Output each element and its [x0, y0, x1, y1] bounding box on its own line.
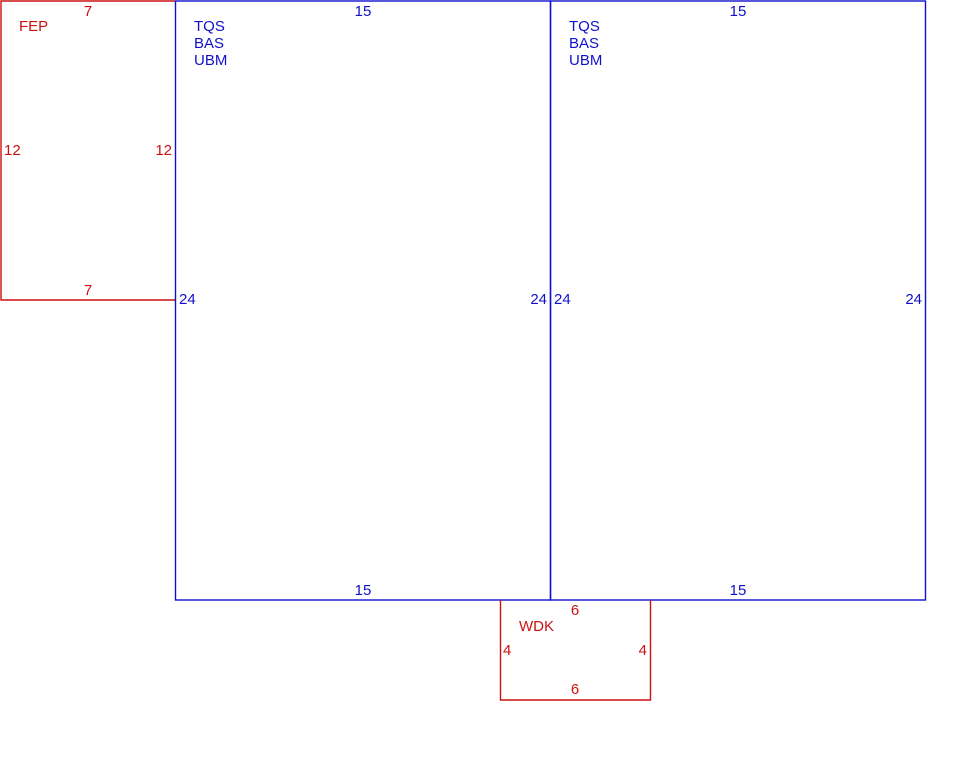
area-wdk-code: WDK [519, 618, 554, 635]
area-wdk-dim-left: 4 [503, 642, 511, 659]
area-main-right-code-1: TQS [569, 18, 600, 35]
area-fep-dim-bottom: 7 [84, 282, 92, 299]
area-main-left-dim-right: 24 [530, 291, 547, 308]
area-main-left-dim-left: 24 [179, 291, 196, 308]
area-fep-code: FEP [19, 18, 48, 35]
area-main-right-dim-top: 15 [730, 3, 747, 20]
area-main-right-code-3: UBM [569, 52, 602, 69]
area-main-right-outline [549, 0, 927, 601]
area-main-right-dim-left: 24 [554, 291, 571, 308]
area-fep-dim-left: 12 [4, 142, 21, 159]
area-main-left-dim-bottom: 15 [355, 582, 372, 599]
area-main-right-code-2: BAS [569, 35, 599, 52]
area-wdk-outline [499, 600, 652, 701]
area-wdk-dim-bottom: 6 [571, 681, 579, 698]
area-main-left-code-1: TQS [194, 18, 225, 35]
area-main-right-dim-right: 24 [905, 291, 922, 308]
area-main-left-dim-top: 15 [355, 3, 372, 20]
area-wdk: WDK 6 6 4 4 [499, 600, 652, 701]
area-wdk-dim-top: 6 [571, 602, 579, 619]
area-main-right-dim-bottom: 15 [730, 582, 747, 599]
area-main-left: TQS BAS UBM 15 15 24 24 [174, 0, 552, 601]
area-main-left-outline [174, 0, 552, 601]
area-fep-dim-right: 12 [155, 142, 172, 159]
area-main-left-code-3: UBM [194, 52, 227, 69]
area-fep: FEP 7 7 12 12 [0, 0, 175, 301]
area-main-right: TQS BAS UBM 15 15 24 24 [549, 0, 927, 601]
area-main-left-code-2: BAS [194, 35, 224, 52]
area-fep-dim-top: 7 [84, 3, 92, 20]
area-fep-outline [0, 0, 175, 301]
area-wdk-dim-right: 4 [639, 642, 647, 659]
